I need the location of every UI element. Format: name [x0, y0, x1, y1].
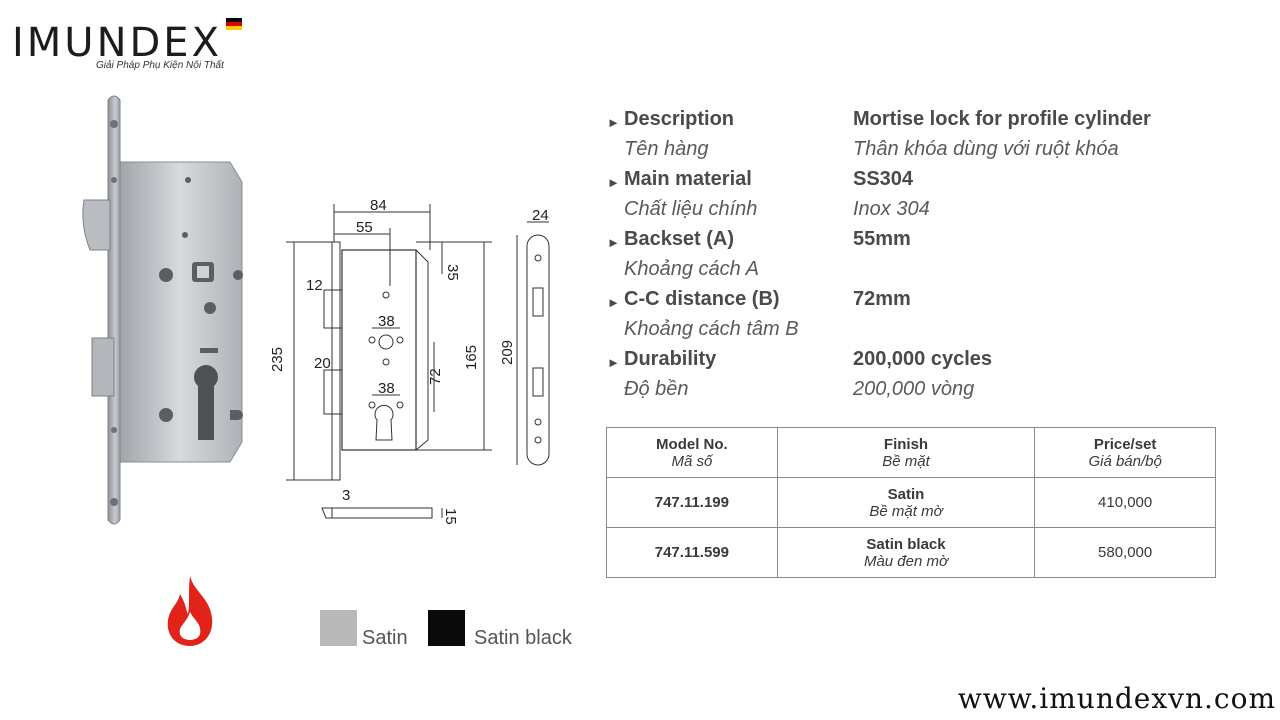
spec-value: 55mm: [853, 228, 911, 250]
german-flag-icon: [226, 18, 242, 30]
header-sub: Mã số: [671, 452, 713, 470]
header-sub: Bề mặt: [882, 452, 930, 470]
dim-20: 20: [314, 355, 331, 372]
cell-finish: Satin black Màu đen mờ: [776, 527, 1036, 578]
price-table: Model No. Mã số Finish Bề mặt Price/set …: [606, 427, 1216, 578]
website-url[interactable]: www.imundexvn.com: [957, 682, 1276, 715]
spec-sub-label: Độ bền: [624, 378, 689, 400]
arrow-icon: ►: [607, 355, 620, 370]
arrow-icon: ►: [607, 235, 620, 250]
finish-name: Satin black: [866, 535, 946, 553]
logo-wordmark: IMUNDEX: [12, 20, 222, 66]
header-price: Price/set Giá bán/bộ: [1034, 427, 1216, 478]
spec-sub-value: Thân khóa dùng với ruột khóa: [853, 138, 1119, 160]
dim-3: 3: [342, 487, 350, 504]
cell-model: 747.11.599: [606, 527, 778, 578]
table-header-row: Model No. Mã số Finish Bề mặt Price/set …: [606, 427, 1216, 478]
header-model: Model No. Mã số: [606, 427, 778, 478]
table-row: 747.11.599 Satin black Màu đen mờ 580,00…: [606, 527, 1216, 578]
header-main: Price/set: [1093, 435, 1157, 453]
spec-label: Description: [624, 108, 735, 130]
spec-label: C-C distance (B): [624, 288, 780, 310]
spec-value: 72mm: [853, 288, 911, 310]
spec-sub-label: Khoảng cách A: [624, 258, 759, 280]
dim-72: 72: [427, 368, 444, 385]
dim-235: 235: [269, 347, 286, 372]
header-finish: Finish Bề mặt: [776, 427, 1036, 478]
spec-label: Main material: [624, 168, 752, 190]
spec-value: SS304: [853, 168, 914, 190]
technical-drawing: 84 55 35 12 38 235 20 72 165 38 209 24 3…: [269, 197, 550, 525]
dim-165: 165: [463, 345, 480, 370]
dim-12: 12: [306, 277, 323, 294]
spec-sub-label: Chất liệu chính: [624, 198, 758, 220]
finish-sub: Màu đen mờ: [863, 552, 949, 570]
cell-price: 410,000: [1034, 477, 1216, 528]
spec-sub-value: 200,000 vòng: [853, 378, 975, 400]
swatch-satin: [320, 610, 357, 646]
arrow-icon: ►: [607, 175, 620, 190]
header-sub: Giá bán/bộ: [1088, 452, 1162, 470]
spec-sub-label: Tên hàng: [624, 138, 709, 160]
spec-value: 200,000 cycles: [853, 348, 993, 370]
dim-35: 35: [444, 264, 461, 281]
dim-55: 55: [356, 219, 373, 236]
arrow-icon: ►: [607, 115, 620, 130]
dim-15: 15: [442, 508, 459, 525]
dim-84: 84: [370, 197, 387, 214]
logo-tagline: Giải Pháp Phụ Kiện Nội Thất: [96, 60, 224, 71]
fire-icon: [167, 576, 213, 646]
mortise-lock-image: [82, 95, 243, 525]
dim-24: 24: [532, 207, 549, 224]
spec-sub-value: Inox 304: [853, 198, 930, 220]
spec-label: Backset (A): [624, 228, 735, 250]
dim-38-lower: 38: [378, 380, 395, 397]
spec-value: Mortise lock for profile cylinder: [853, 108, 1151, 130]
cell-model: 747.11.199: [606, 477, 778, 528]
swatch-satin-black: [428, 610, 465, 646]
header-main: Model No.: [656, 435, 728, 453]
finish-name: Satin: [887, 485, 925, 503]
finish-sub: Bề mặt mờ: [869, 502, 943, 520]
swatch-satin-black-label: Satin black: [474, 627, 572, 649]
brand-logo: IMUNDEX Giải Pháp Phụ Kiện Nội Thất: [12, 18, 242, 74]
dim-38-upper: 38: [378, 313, 395, 330]
arrow-icon: ►: [607, 295, 620, 310]
cell-finish: Satin Bề mặt mờ: [776, 477, 1036, 528]
spec-sub-label: Khoảng cách tâm B: [624, 318, 799, 340]
table-row: 747.11.199 Satin Bề mặt mờ 410,000: [606, 477, 1216, 528]
swatch-satin-label: Satin: [362, 627, 408, 649]
cell-price: 580,000: [1034, 527, 1216, 578]
spec-label: Durability: [624, 348, 717, 370]
dim-209: 209: [499, 340, 516, 365]
header-main: Finish: [883, 435, 929, 453]
